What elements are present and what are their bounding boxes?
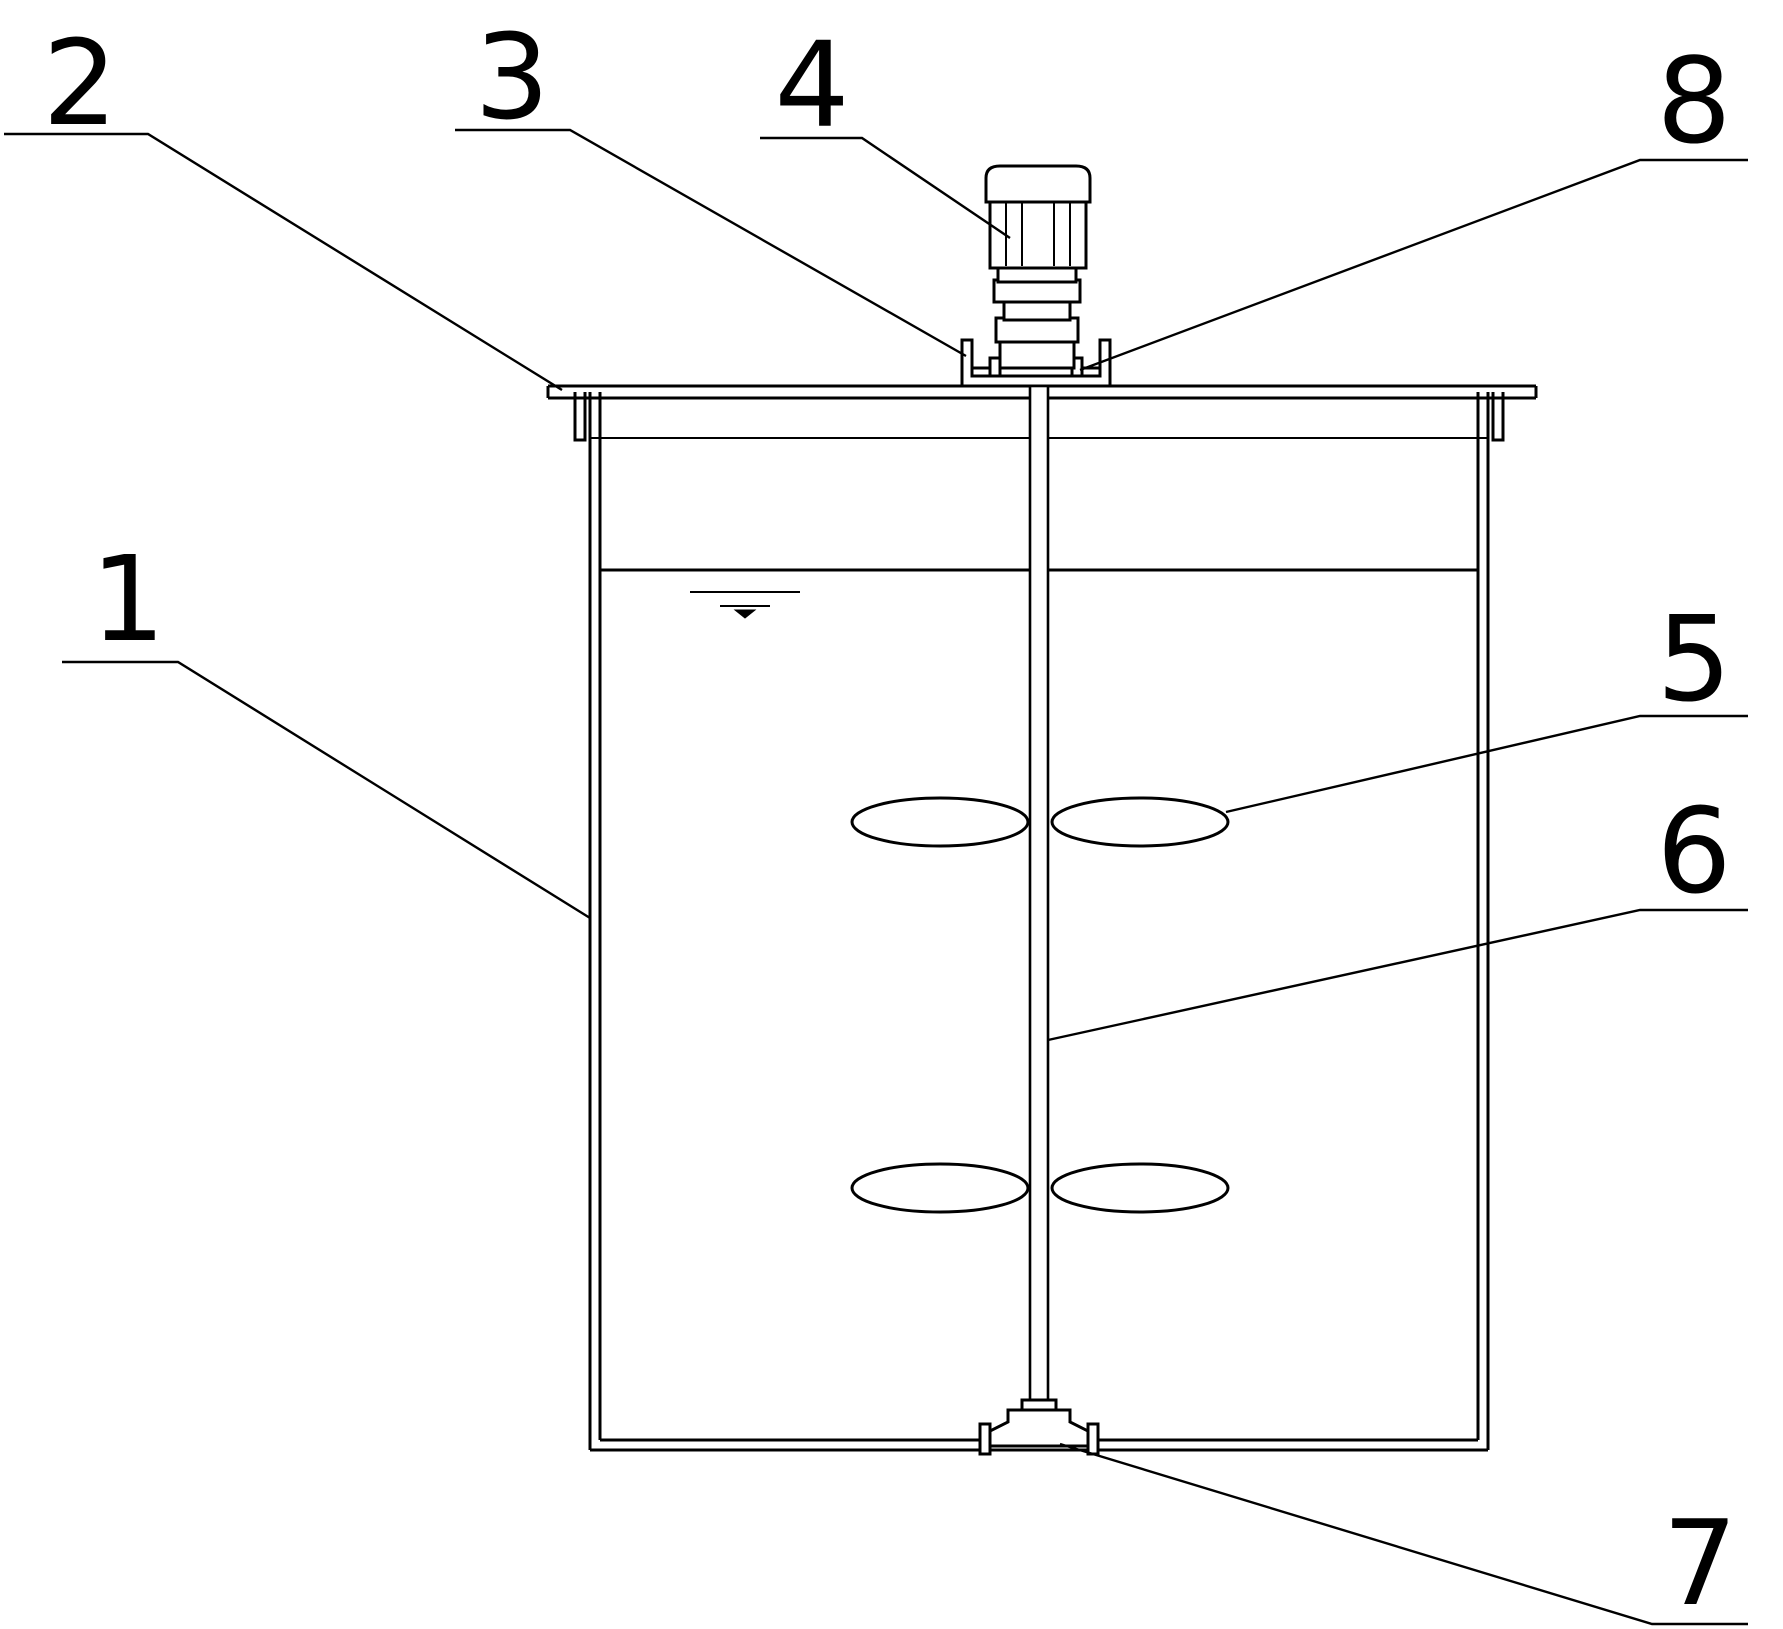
leader-lines [4, 128, 1748, 1626]
leader-2 [4, 132, 563, 392]
bottom-bearing [978, 1398, 1100, 1456]
water-level-symbol [690, 591, 800, 619]
callout-7: 7 [1662, 1494, 1737, 1629]
callout-numbers: 1 2 3 4 5 6 7 8 [42, 8, 1737, 1629]
bearing-bolt-right [1086, 1422, 1100, 1456]
leader-3 [455, 128, 967, 358]
callout-1: 1 [90, 530, 165, 668]
motor [984, 164, 1092, 370]
bearing-housing [986, 1408, 1092, 1448]
leader-7 [1059, 1442, 1748, 1626]
bearing-bolt-left [978, 1422, 992, 1456]
leader-1 [62, 660, 591, 920]
agitator-shaft [1028, 384, 1050, 1408]
leader-5 [1225, 714, 1748, 814]
flange-right-lip [1491, 392, 1505, 442]
impellers [850, 796, 1230, 1214]
callout-6: 6 [1656, 782, 1731, 920]
impeller-blade-upper-right [1050, 796, 1230, 848]
impeller-blade-lower-right [1050, 1162, 1230, 1214]
motor-coupling [998, 338, 1076, 370]
impeller-blade-lower-left [850, 1162, 1030, 1214]
leader-6 [1047, 908, 1748, 1042]
callout-4: 4 [774, 16, 849, 154]
callout-3: 3 [474, 8, 549, 146]
motor-gearbox-lower [994, 316, 1080, 344]
callout-5: 5 [1656, 590, 1731, 728]
shaft [1028, 384, 1050, 1408]
impeller-blade-upper-left [850, 796, 1030, 848]
motor-fan-cap [984, 164, 1092, 204]
leader-8 [1079, 158, 1748, 372]
mount-bracket [960, 338, 1112, 386]
callout-2: 2 [42, 14, 117, 152]
callout-8: 8 [1656, 32, 1731, 170]
leader-4 [760, 136, 1011, 239]
flange-left-lip [573, 392, 587, 442]
